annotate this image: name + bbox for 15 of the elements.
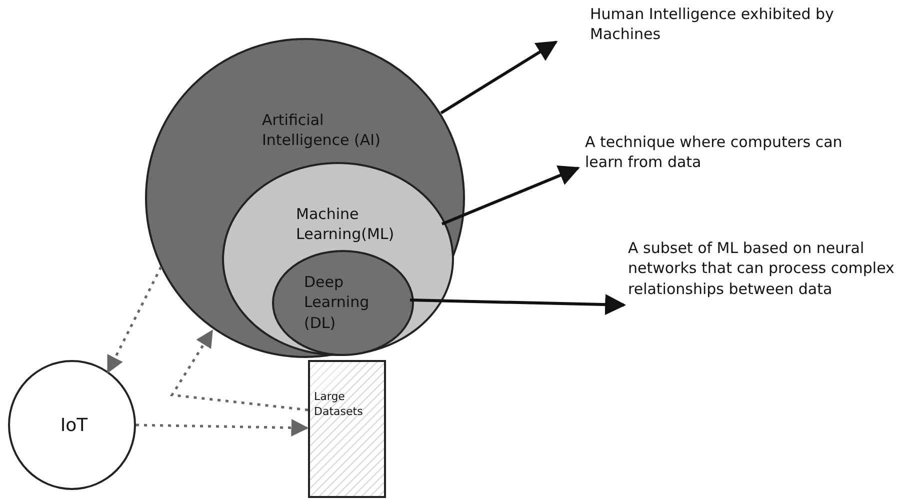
arrow — [410, 294, 626, 316]
node-label: IoT — [59, 414, 89, 438]
arrow — [170, 330, 308, 412]
description-text: A technique where computers can learn from data — [585, 132, 844, 172]
node-label: Machine Learning(ML) — [296, 204, 396, 244]
arrow — [136, 418, 309, 436]
node-label: Large Datasets — [314, 390, 364, 420]
arrow — [106, 266, 162, 374]
description-text: A subset of ML based on neural networks that can process complex relationships between data — [628, 238, 896, 299]
node-label: Artificial Intelligence (AI) — [262, 110, 382, 150]
arrow — [441, 165, 580, 226]
arrow — [440, 40, 558, 114]
description-text: Human Intelligence exhibited by Machines — [590, 4, 835, 44]
dataset-box — [308, 360, 386, 498]
node-label: Deep Learning (DL) — [304, 272, 370, 333]
